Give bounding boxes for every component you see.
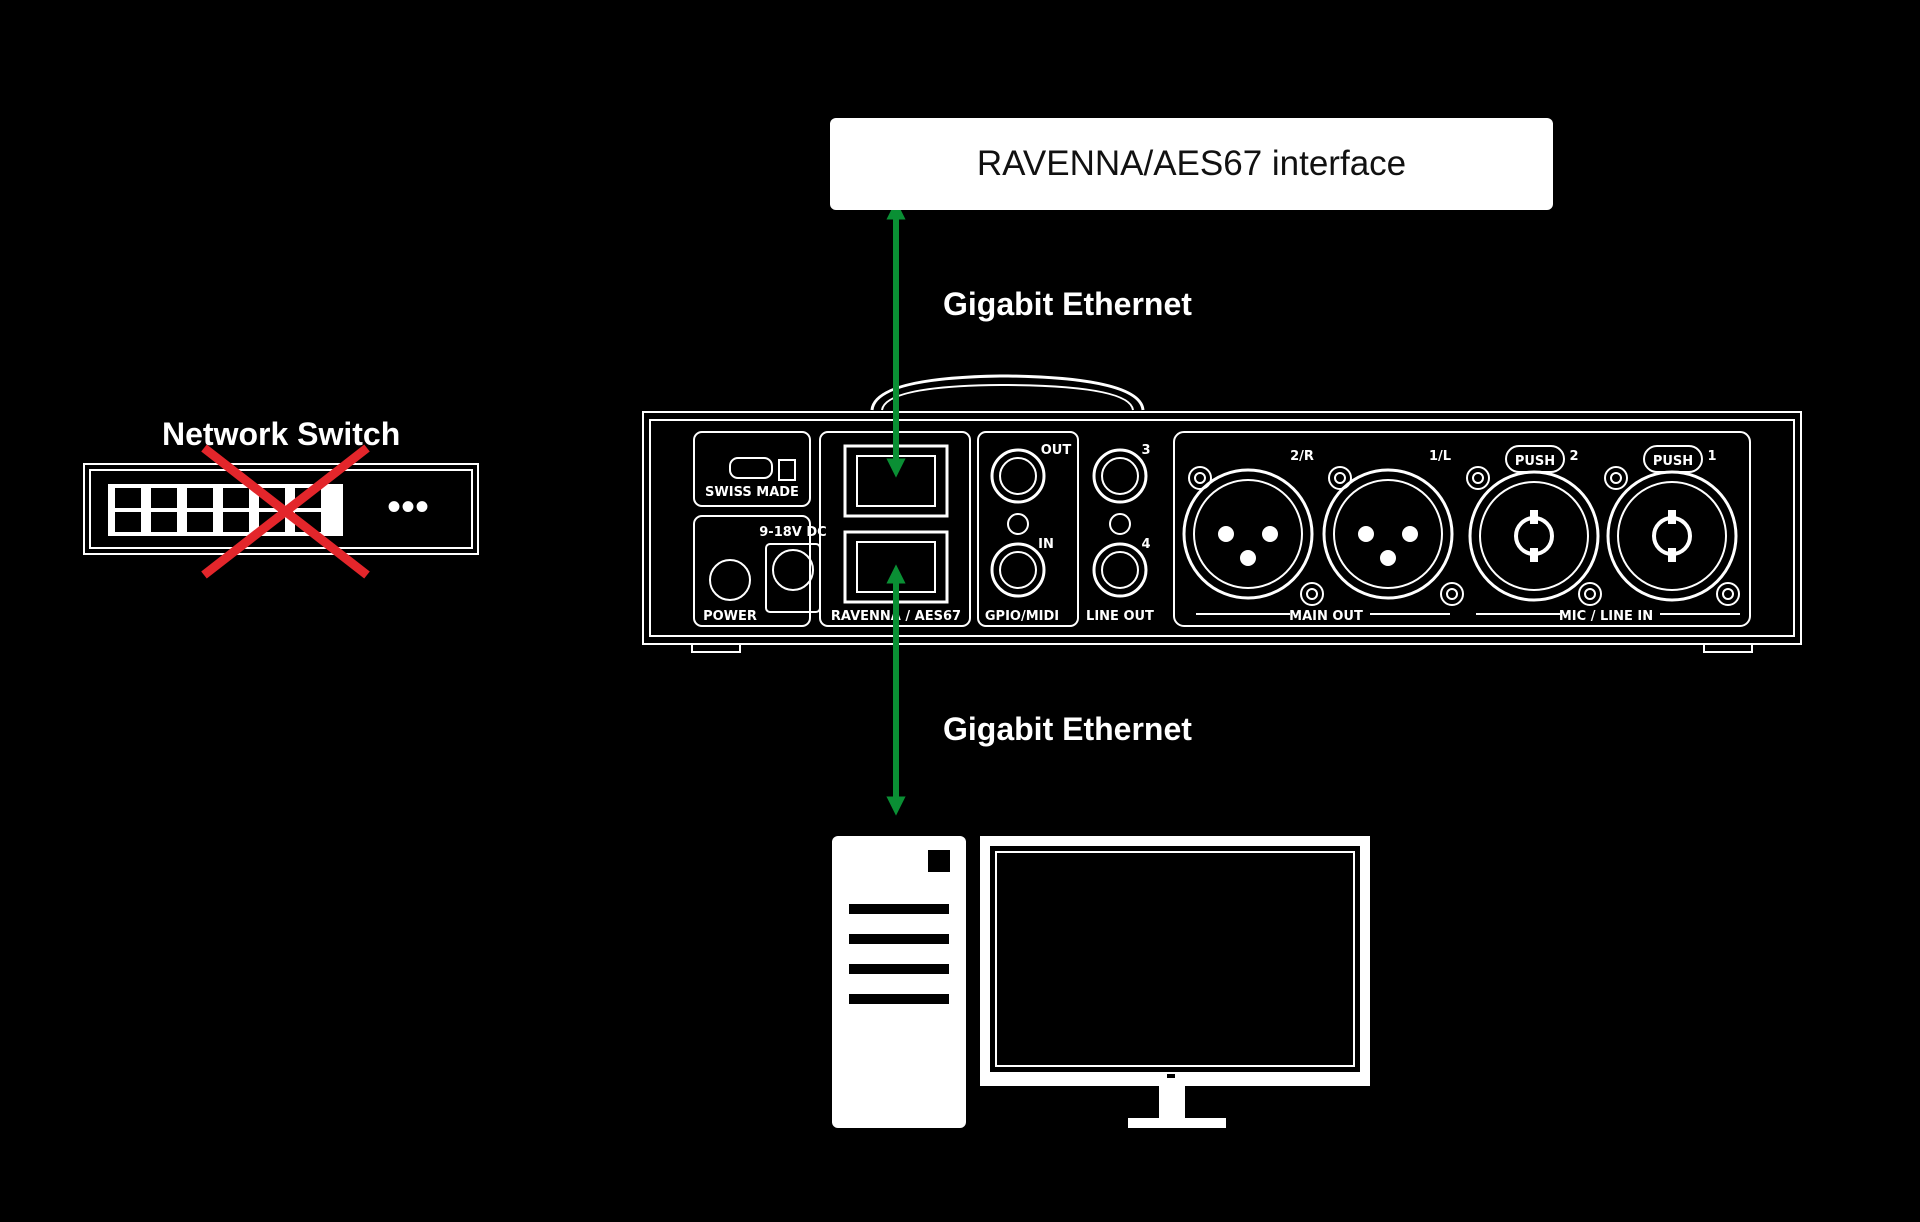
ravenna-interface-label: RAVENNA/AES67 interface (976, 144, 1407, 183)
line-out-4-label: 4 (1141, 537, 1150, 552)
push-label-2: PUSH (1515, 454, 1555, 469)
combo-2-label: 2 (1569, 449, 1578, 464)
ravenna-interface-box: RAVENNA/AES67 interface (830, 118, 1553, 210)
gpio-out-label: OUT (1041, 443, 1072, 458)
push-label-1: PUSH (1653, 454, 1693, 469)
combo-1-label: 1 (1707, 449, 1716, 464)
bottom-link-label: Gigabit Ethernet (943, 711, 1192, 747)
dc-input-label: 9-18V DC (759, 525, 826, 540)
power-label: POWER (703, 609, 757, 624)
mic-line-in-label: MIC / LINE IN (1559, 609, 1653, 624)
main-out-r-label: 2/R (1290, 449, 1314, 464)
cross-mark-icon (201, 444, 370, 579)
audio-interface-device (642, 374, 1802, 653)
computer-icon (832, 836, 1370, 1128)
pc-tower (832, 836, 966, 1128)
monitor (980, 836, 1370, 1128)
main-out-l-label: 1/L (1429, 449, 1451, 464)
line-out-label: LINE OUT (1086, 609, 1154, 624)
switch-dots: ••• (387, 485, 429, 529)
main-out-label: MAIN OUT (1289, 609, 1363, 624)
network-switch: ••• (83, 444, 479, 579)
gpio-label: GPIO/MIDI (985, 609, 1059, 624)
top-link-label: Gigabit Ethernet (943, 286, 1192, 322)
line-out-3-label: 3 (1141, 443, 1150, 458)
gpio-in-label: IN (1038, 537, 1054, 552)
network-switch-title: Network Switch (162, 416, 401, 452)
swiss-made-label: SWISS MADE (705, 485, 799, 500)
